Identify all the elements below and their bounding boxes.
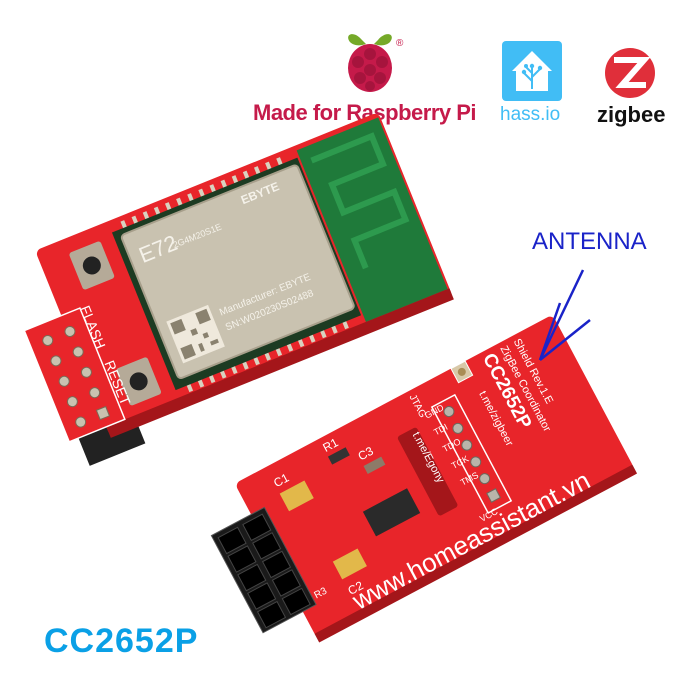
c1-label: C1 xyxy=(271,470,291,490)
zigbee-icon xyxy=(605,48,655,98)
r3-label: R3 xyxy=(313,585,330,601)
top-board: FLASH RESET E72 2G4M20S1E EBYTE xyxy=(23,113,454,466)
c3-label: C3 xyxy=(356,444,376,464)
c2-label: C2 xyxy=(346,578,366,598)
zigbee-text: zigbee xyxy=(597,102,666,127)
product-title: CC2652P xyxy=(44,622,199,660)
raspberry-icon xyxy=(348,34,392,92)
antenna-arrows xyxy=(538,269,591,361)
home-assistant-icon xyxy=(502,41,562,101)
hass-io-text: hass.io xyxy=(500,104,561,125)
r1-label: R1 xyxy=(320,435,340,455)
registered-mark: ® xyxy=(396,38,404,49)
antenna-label: ANTENNA xyxy=(532,228,647,255)
